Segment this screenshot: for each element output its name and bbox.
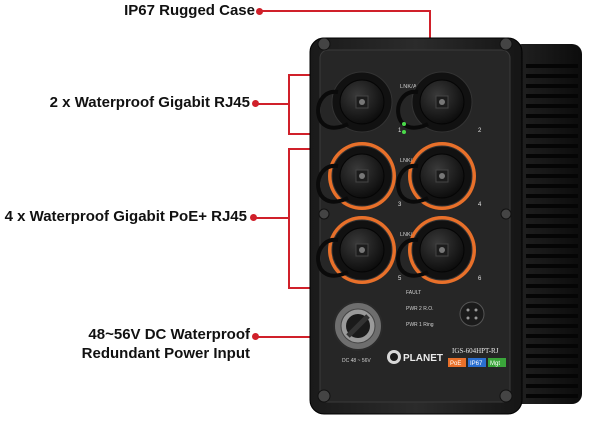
port-number-3: 3 <box>398 202 402 208</box>
badge-ip67 <box>468 358 486 367</box>
callout-line-rj45 <box>256 103 288 105</box>
fin <box>526 304 578 308</box>
brand-name: PLANET <box>403 353 443 364</box>
badge-mgt <box>488 358 506 367</box>
callout-ip67-case: IP67 Rugged Case <box>124 2 255 19</box>
callout-line-poe <box>254 217 288 219</box>
model-number: IGS-604HPT-RJ <box>452 347 499 355</box>
port-number-4: 4 <box>478 202 482 208</box>
fin <box>526 394 578 398</box>
callout-dot-ip67 <box>256 8 263 15</box>
badge-poe <box>448 358 466 367</box>
fin <box>526 254 578 258</box>
port-4: 4 <box>396 142 482 210</box>
fin <box>526 354 578 358</box>
fin <box>526 344 578 348</box>
fin <box>526 74 578 78</box>
led-fault-label: FAULT <box>406 290 421 296</box>
fin <box>526 374 578 378</box>
fin <box>526 364 578 368</box>
fin <box>526 84 578 88</box>
fin <box>526 204 578 208</box>
callout-bracket-rj45-bottom <box>288 133 320 135</box>
fin <box>526 114 578 118</box>
fin <box>526 174 578 178</box>
link-led-1 <box>402 122 406 126</box>
planet-logo <box>387 350 401 364</box>
port-2: 2 <box>396 71 482 134</box>
port-1: 1 <box>316 71 402 134</box>
fin <box>526 134 578 138</box>
port-number-2: 2 <box>478 128 482 134</box>
callout-bracket-poe <box>288 148 290 288</box>
callout-dot-power <box>252 333 259 340</box>
callout-power-line1: 48~56V DC Waterproof <box>88 326 250 343</box>
callout-power-line2: Redundant Power Input <box>81 345 250 362</box>
fin <box>526 154 578 158</box>
fin <box>526 194 578 198</box>
port-3: 3 <box>316 142 402 210</box>
fin <box>526 94 578 98</box>
fin <box>526 234 578 238</box>
fin <box>526 324 578 328</box>
link-led-2 <box>402 130 406 134</box>
callout-line-power <box>256 336 336 338</box>
callout-dot-rj45 <box>252 100 259 107</box>
fin <box>526 164 578 168</box>
fin <box>526 334 578 338</box>
fin <box>526 314 578 318</box>
fin <box>526 64 578 68</box>
badge-label-ip67: IP67 <box>470 361 483 367</box>
badge-label-poe: PoE <box>450 361 461 367</box>
fin <box>526 104 578 108</box>
callout-line-ip67-vert <box>429 10 431 42</box>
callout-dot-poe <box>250 214 257 221</box>
port-number-1: 1 <box>398 128 402 134</box>
callout-bracket-rj45-top <box>288 74 320 76</box>
port-6: 6 <box>396 216 482 284</box>
fin <box>526 214 578 218</box>
case-screws <box>317 37 513 403</box>
led-pwr1-label: PWR 1 Ring <box>406 322 434 328</box>
callout-bracket-poe-bottom <box>288 287 328 289</box>
callout-bracket-rj45 <box>288 74 290 134</box>
fin <box>526 294 578 298</box>
port-5: 5 <box>316 216 402 284</box>
fin <box>526 184 578 188</box>
console-port <box>459 301 485 327</box>
port-label-row1: LNK/ACT <box>400 84 425 90</box>
callout-rj45-ports: 2 x Waterproof Gigabit RJ45 <box>49 94 250 111</box>
fin <box>526 224 578 228</box>
fin <box>526 264 578 268</box>
power-connector <box>333 301 383 351</box>
cooling-fins <box>512 44 582 404</box>
badge-label-mgt: Mgt <box>490 361 500 367</box>
fin <box>526 284 578 288</box>
fin <box>526 124 578 128</box>
led-pwr2-label: PWR 2 R.O. <box>406 306 434 312</box>
fin <box>526 244 578 248</box>
fin <box>526 274 578 278</box>
callout-line-ip67 <box>260 10 430 12</box>
port-number-6: 6 <box>478 276 482 282</box>
fin <box>526 384 578 388</box>
callout-poe-ports: 4 x Waterproof Gigabit PoE+ RJ45 <box>4 208 247 225</box>
fin <box>526 144 578 148</box>
port-number-5: 5 <box>398 276 402 282</box>
power-input-label: DC 48 ~ 56V <box>342 358 371 364</box>
